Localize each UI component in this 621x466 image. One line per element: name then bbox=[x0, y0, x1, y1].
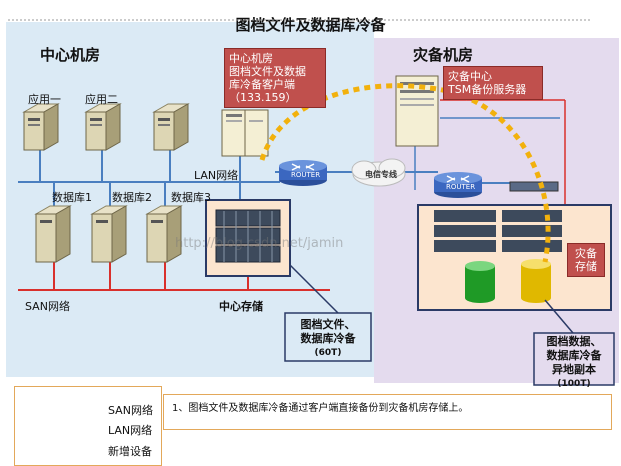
legend-lan-label: LAN网络 bbox=[108, 424, 153, 437]
note-box: 1、图档文件及数据库冷备通过客户端直接备份到灾备机房存储上。 bbox=[163, 394, 612, 430]
backup-flow-arc bbox=[259, 83, 551, 263]
router-dr-label: ROUTER bbox=[446, 183, 476, 191]
san-label: SAN网络 bbox=[25, 300, 70, 313]
leased-line-label: 电信专线 bbox=[365, 170, 397, 179]
db-server-2-label: 数据库2 bbox=[112, 191, 152, 204]
dr-callout-pointer bbox=[544, 299, 574, 334]
router-dr bbox=[434, 172, 482, 198]
center-backup-line-2: 数据库冷备 bbox=[300, 332, 356, 345]
center-backup-line-1: 图档文件、 bbox=[300, 318, 356, 331]
db-server-1-label: 数据库1 bbox=[52, 191, 92, 204]
dr-disk-yellow bbox=[521, 259, 551, 303]
lan-label: LAN网络 bbox=[194, 169, 239, 182]
app-server-2-label: 应用二 bbox=[85, 93, 118, 106]
dr-storage-line-1: 灾备 bbox=[575, 247, 597, 260]
dr-storage-line-2: 存储 bbox=[575, 260, 597, 273]
router-center-label: ROUTER bbox=[291, 171, 321, 179]
app-server-1-label: 应用一 bbox=[28, 93, 61, 106]
dr-storage-array bbox=[434, 210, 562, 252]
app-server-1 bbox=[22, 103, 60, 151]
legend bbox=[14, 386, 162, 466]
app-server-3 bbox=[152, 103, 190, 151]
center-storage-array bbox=[215, 209, 281, 263]
dr-disk-green bbox=[465, 261, 495, 303]
backup-client-server bbox=[221, 109, 269, 157]
center-room-title: 中心机房 bbox=[40, 46, 101, 64]
tsm-line-2: TSM备份服务器 bbox=[448, 83, 527, 96]
legend-san-label: SAN网络 bbox=[108, 404, 153, 417]
tsm-label-box: 灾备中心 TSM备份服务器 bbox=[443, 66, 543, 100]
note-text: 1、图档文件及数据库冷备通过客户端直接备份到灾备机房存储上。 bbox=[172, 403, 469, 414]
dr-copy-line-2: 数据库冷备 bbox=[546, 349, 602, 362]
center-callout-pointer bbox=[289, 264, 339, 314]
client-line-1: 中心机房 bbox=[229, 52, 273, 65]
client-line-3: 库冷备客户端 bbox=[229, 78, 295, 91]
dr-copy-line-1: 图档数据、 bbox=[546, 335, 602, 348]
center-backup-callout-text: 图档文件、 数据库冷备 (60T) bbox=[285, 318, 371, 360]
dr-switch bbox=[509, 181, 559, 192]
dr-copy-line-3: 异地副本 bbox=[552, 363, 596, 376]
backup-client-label-box: 中心机房 图档文件及数据 库冷备客户端 （133.159） bbox=[224, 48, 326, 108]
router-center bbox=[279, 160, 327, 186]
dr-copy-size: (100T) bbox=[557, 379, 591, 389]
center-backup-size: (60T) bbox=[314, 348, 342, 358]
db-server-1 bbox=[34, 205, 72, 263]
leased-line-cloud bbox=[351, 158, 406, 187]
db-server-3 bbox=[145, 205, 183, 263]
db-server-2 bbox=[90, 205, 128, 263]
db-server-3-label: 数据库3 bbox=[171, 191, 211, 204]
watermark: http://blog.csdn.net/jamin bbox=[175, 236, 344, 251]
dr-copy-callout-text: 图档数据、 数据库冷备 异地副本 (100T) bbox=[534, 335, 614, 391]
dr-room-title: 灾备机房 bbox=[413, 46, 474, 64]
dr-copy-callout bbox=[533, 332, 615, 386]
dr-storage-label-box: 灾备 存储 bbox=[567, 243, 605, 277]
client-line-2: 图档文件及数据 bbox=[229, 65, 306, 78]
legend-new-device-label: 新增设备 bbox=[108, 445, 152, 458]
tsm-line-1: 灾备中心 bbox=[448, 70, 492, 83]
app-server-2 bbox=[84, 103, 122, 151]
center-storage-label: 中心存储 bbox=[219, 300, 263, 313]
client-line-4: （133.159） bbox=[229, 91, 297, 104]
center-backup-callout bbox=[284, 312, 372, 362]
